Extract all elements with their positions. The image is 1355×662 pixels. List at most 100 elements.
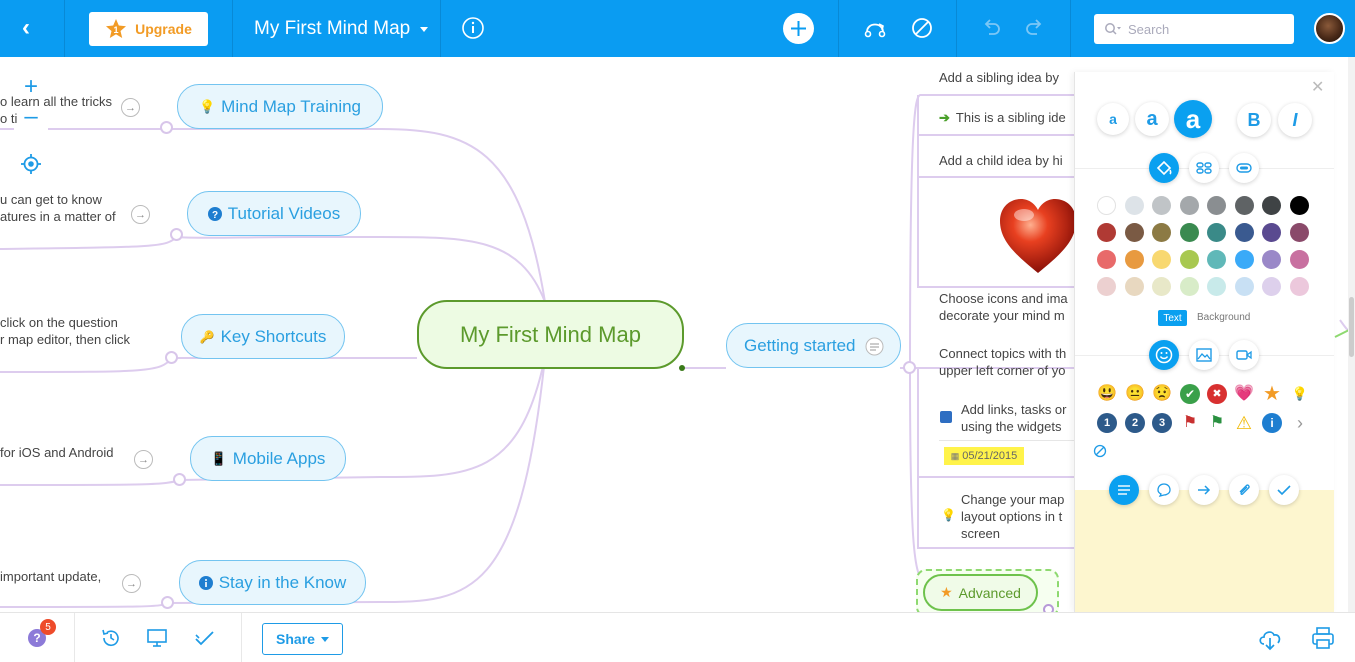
- color-swatch[interactable]: [1207, 223, 1226, 242]
- color-swatch[interactable]: [1262, 250, 1281, 269]
- tab-shape[interactable]: [1189, 153, 1219, 183]
- color-swatch[interactable]: [1179, 223, 1199, 242]
- tasks-check-icon[interactable]: [193, 626, 217, 650]
- italic-button[interactable]: I: [1278, 103, 1312, 137]
- green-flag-icon[interactable]: ⚑: [1207, 413, 1227, 433]
- topic-advanced[interactable]: ★ Advanced: [923, 574, 1038, 611]
- collapse-toggle[interactable]: [1043, 604, 1054, 612]
- happy-face-icon[interactable]: 😃: [1097, 384, 1117, 404]
- tab-video[interactable]: [1229, 340, 1259, 370]
- color-swatch[interactable]: [1207, 277, 1226, 296]
- zoom-in-icon[interactable]: +: [23, 73, 38, 100]
- topic-key-shortcuts[interactable]: 🔑 Key Shortcuts: [181, 314, 345, 359]
- color-swatch[interactable]: [1097, 250, 1116, 269]
- neutral-face-icon[interactable]: 😐: [1125, 384, 1145, 404]
- arrow-right-icon[interactable]: →: [134, 450, 153, 469]
- color-swatch[interactable]: [1234, 277, 1254, 296]
- color-swatch[interactable]: [1234, 196, 1254, 215]
- tab-text-color[interactable]: Text: [1158, 310, 1187, 326]
- upgrade-button[interactable]: 1 Upgrade: [89, 12, 208, 46]
- due-date-badge[interactable]: ▦ 05/21/2015: [944, 447, 1024, 465]
- arrow-right-icon[interactable]: →: [131, 205, 150, 224]
- topic-mind-map-training[interactable]: 💡 Mind Map Training: [177, 84, 383, 129]
- tab-comments[interactable]: [1149, 475, 1179, 505]
- collapse-toggle[interactable]: [161, 596, 174, 609]
- color-swatch[interactable]: [1124, 223, 1144, 242]
- map-title-dropdown[interactable]: My First Mind Map: [254, 18, 429, 40]
- color-swatch[interactable]: [1262, 277, 1281, 296]
- center-topic[interactable]: My First Mind Map: [417, 300, 684, 369]
- color-swatch[interactable]: [1124, 196, 1144, 215]
- lightbulb-icon[interactable]: 💡: [1290, 384, 1310, 404]
- cross-icon[interactable]: ✖: [1207, 384, 1227, 404]
- sad-face-icon[interactable]: 😟: [1152, 384, 1172, 404]
- tab-images[interactable]: [1189, 340, 1219, 370]
- help-chat-icon[interactable]: ?: [26, 627, 48, 649]
- print-icon[interactable]: [1310, 625, 1336, 651]
- topic-stay-in-the-know[interactable]: Stay in the Know: [179, 560, 366, 605]
- color-swatch[interactable]: [1289, 196, 1309, 215]
- color-swatch[interactable]: [1179, 250, 1199, 269]
- mind-map-canvas[interactable]: + – My First Mind Map 💡 Mind Map Trainin…: [0, 57, 1355, 612]
- subtopic-text[interactable]: Choose icons and ima decorate your mind …: [939, 290, 1068, 324]
- color-swatch[interactable]: [1179, 196, 1199, 215]
- tab-background-color[interactable]: Background: [1197, 312, 1250, 323]
- number-one-icon[interactable]: 1: [1097, 413, 1117, 433]
- cloud-download-icon[interactable]: [1256, 624, 1284, 652]
- color-swatch[interactable]: [1124, 250, 1144, 269]
- color-swatch[interactable]: [1152, 277, 1171, 296]
- info-icon[interactable]: [461, 16, 485, 40]
- collapse-toggle[interactable]: [173, 473, 186, 486]
- collapse-toggle[interactable]: [165, 351, 178, 364]
- number-two-icon[interactable]: 2: [1125, 413, 1145, 433]
- font-size-medium-button[interactable]: a: [1135, 102, 1169, 136]
- color-swatch[interactable]: [1207, 250, 1226, 269]
- tab-fill-color[interactable]: [1149, 153, 1179, 183]
- scrollbar[interactable]: [1348, 57, 1355, 612]
- subtopic-text[interactable]: Add links, tasks or using the widgets: [961, 401, 1067, 435]
- zoom-out-icon[interactable]: –: [24, 103, 38, 130]
- notes-area[interactable]: [1075, 490, 1334, 612]
- check-icon[interactable]: ✔: [1180, 384, 1200, 404]
- tab-tasks[interactable]: [1269, 475, 1299, 505]
- color-swatch[interactable]: [1289, 277, 1309, 296]
- collapse-toggle[interactable]: [160, 121, 173, 134]
- notes-icon[interactable]: [865, 337, 884, 356]
- subtopic-text[interactable]: Add a sibling idea by: [939, 70, 1059, 85]
- color-swatch[interactable]: [1152, 223, 1171, 242]
- search-input[interactable]: Search: [1094, 14, 1294, 44]
- tab-border[interactable]: [1229, 153, 1259, 183]
- history-icon[interactable]: [99, 626, 123, 650]
- color-swatch[interactable]: [1289, 223, 1309, 242]
- arrow-right-icon[interactable]: →: [122, 574, 141, 593]
- close-icon[interactable]: ✕: [1311, 79, 1325, 96]
- heart-icon[interactable]: 💗: [1234, 384, 1254, 404]
- font-size-large-button[interactable]: a: [1174, 100, 1212, 138]
- bold-button[interactable]: B: [1237, 103, 1271, 137]
- subtopic-text[interactable]: Add a child idea by hi: [939, 153, 1063, 168]
- color-swatch[interactable]: [1262, 223, 1281, 242]
- red-flag-icon[interactable]: ⚑: [1180, 413, 1200, 433]
- tab-icons[interactable]: [1149, 340, 1179, 370]
- warning-icon[interactable]: ⚠: [1234, 413, 1254, 433]
- color-swatch[interactable]: [1124, 277, 1144, 296]
- star-icon[interactable]: ★: [1262, 384, 1282, 404]
- topic-mobile-apps[interactable]: 📱 Mobile Apps: [190, 436, 346, 481]
- arrow-right-icon[interactable]: →: [121, 98, 140, 117]
- color-swatch[interactable]: [1152, 250, 1171, 269]
- tab-notes[interactable]: [1109, 475, 1139, 505]
- center-map-button[interactable]: [14, 147, 48, 181]
- presentation-icon[interactable]: [145, 626, 169, 650]
- chevron-right-icon[interactable]: ›: [1290, 413, 1310, 433]
- clear-format-icon[interactable]: [910, 16, 934, 40]
- topic-getting-started[interactable]: Getting started: [726, 323, 901, 368]
- color-swatch[interactable]: [1207, 196, 1226, 215]
- info-icon[interactable]: i: [1262, 413, 1282, 433]
- subtopic-text[interactable]: Change your map layout options in t scre…: [961, 491, 1064, 542]
- remove-icon-icon[interactable]: [1093, 444, 1107, 458]
- color-swatch[interactable]: [1289, 250, 1309, 269]
- redo-icon[interactable]: [1023, 16, 1047, 40]
- scrollbar-thumb[interactable]: [1349, 297, 1354, 357]
- connect-icon[interactable]: [863, 16, 887, 40]
- share-button[interactable]: Share: [262, 623, 343, 655]
